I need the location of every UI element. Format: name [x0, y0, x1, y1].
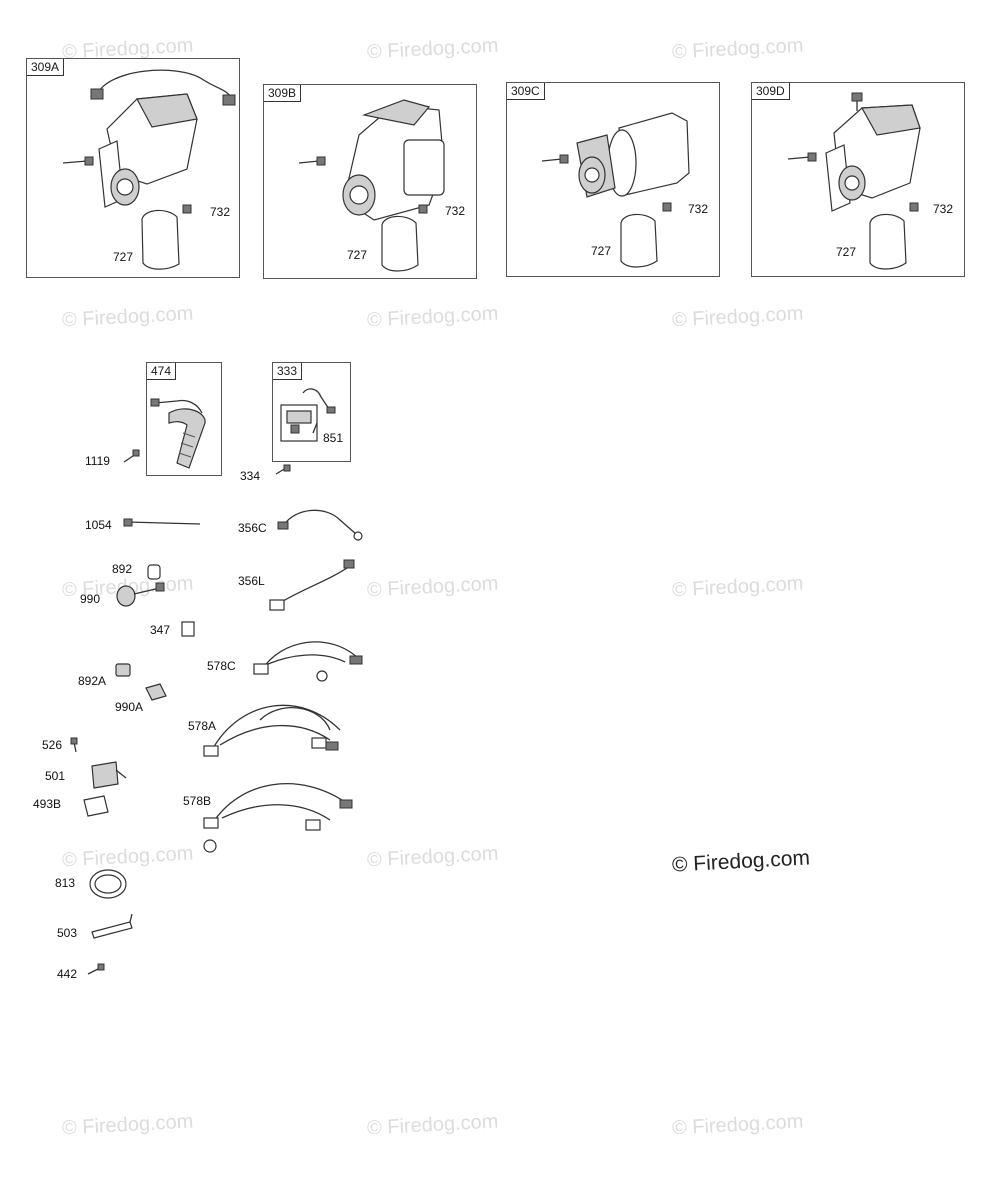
part-label-727: 727 [836, 245, 857, 259]
panel-309c: 309C 732 727 [506, 82, 720, 277]
part-label-727: 727 [347, 248, 368, 262]
part-label-356c: 356C [238, 521, 267, 535]
part-label-493b: 493B [33, 797, 62, 811]
part-label-732: 732 [445, 204, 466, 218]
starter-motor-309a-drawing [62, 69, 236, 270]
panel-309b: 309B 732 727 [263, 84, 477, 279]
part-label-732: 732 [688, 202, 709, 216]
panel-tag: 309C [507, 83, 545, 100]
part-label-727: 727 [591, 244, 612, 258]
panel-tag: 333 [273, 363, 303, 380]
part-label-727: 727 [113, 250, 134, 264]
starter-motor-309b-drawing [298, 99, 445, 272]
part-label-990: 990 [80, 592, 101, 606]
part-label-990a: 990A [115, 700, 144, 714]
part-label-578b: 578B [183, 794, 212, 808]
part-label-732: 732 [933, 202, 954, 216]
part-label-892a: 892A [78, 674, 107, 688]
part-label-1054: 1054 [85, 518, 112, 532]
part-label-503: 503 [57, 926, 78, 940]
panel-tag: 474 [147, 363, 177, 380]
panel-tag: 309A [27, 59, 65, 76]
panel-474: 474 [146, 362, 222, 476]
panel-309a: 309A 732 727 [26, 58, 240, 278]
panel-tag: 309D [752, 83, 790, 100]
part-label-442: 442 [57, 967, 78, 981]
ignition-module-333-drawing [280, 388, 336, 442]
panel-333: 333 851 [272, 362, 351, 462]
part-label-851: 851 [323, 431, 344, 445]
starter-motor-309d-drawing [787, 92, 921, 270]
panel-tag: 309B [264, 85, 302, 102]
part-label-732: 732 [210, 205, 231, 219]
part-label-501: 501 [45, 769, 66, 783]
panel-309d: 309D 732 727 [751, 82, 965, 277]
part-label-1119: 1119 [85, 454, 110, 468]
part-label-526: 526 [42, 738, 63, 752]
starter-motor-309c-drawing [541, 112, 690, 268]
alternator-474-drawing [150, 398, 206, 469]
part-label-356l: 356L [238, 574, 265, 588]
part-label-578c: 578C [207, 659, 236, 673]
part-label-334: 334 [240, 469, 261, 483]
part-label-892: 892 [112, 562, 133, 576]
part-label-347: 347 [150, 623, 171, 637]
part-label-578a: 578A [188, 719, 217, 733]
part-label-813: 813 [55, 876, 76, 890]
